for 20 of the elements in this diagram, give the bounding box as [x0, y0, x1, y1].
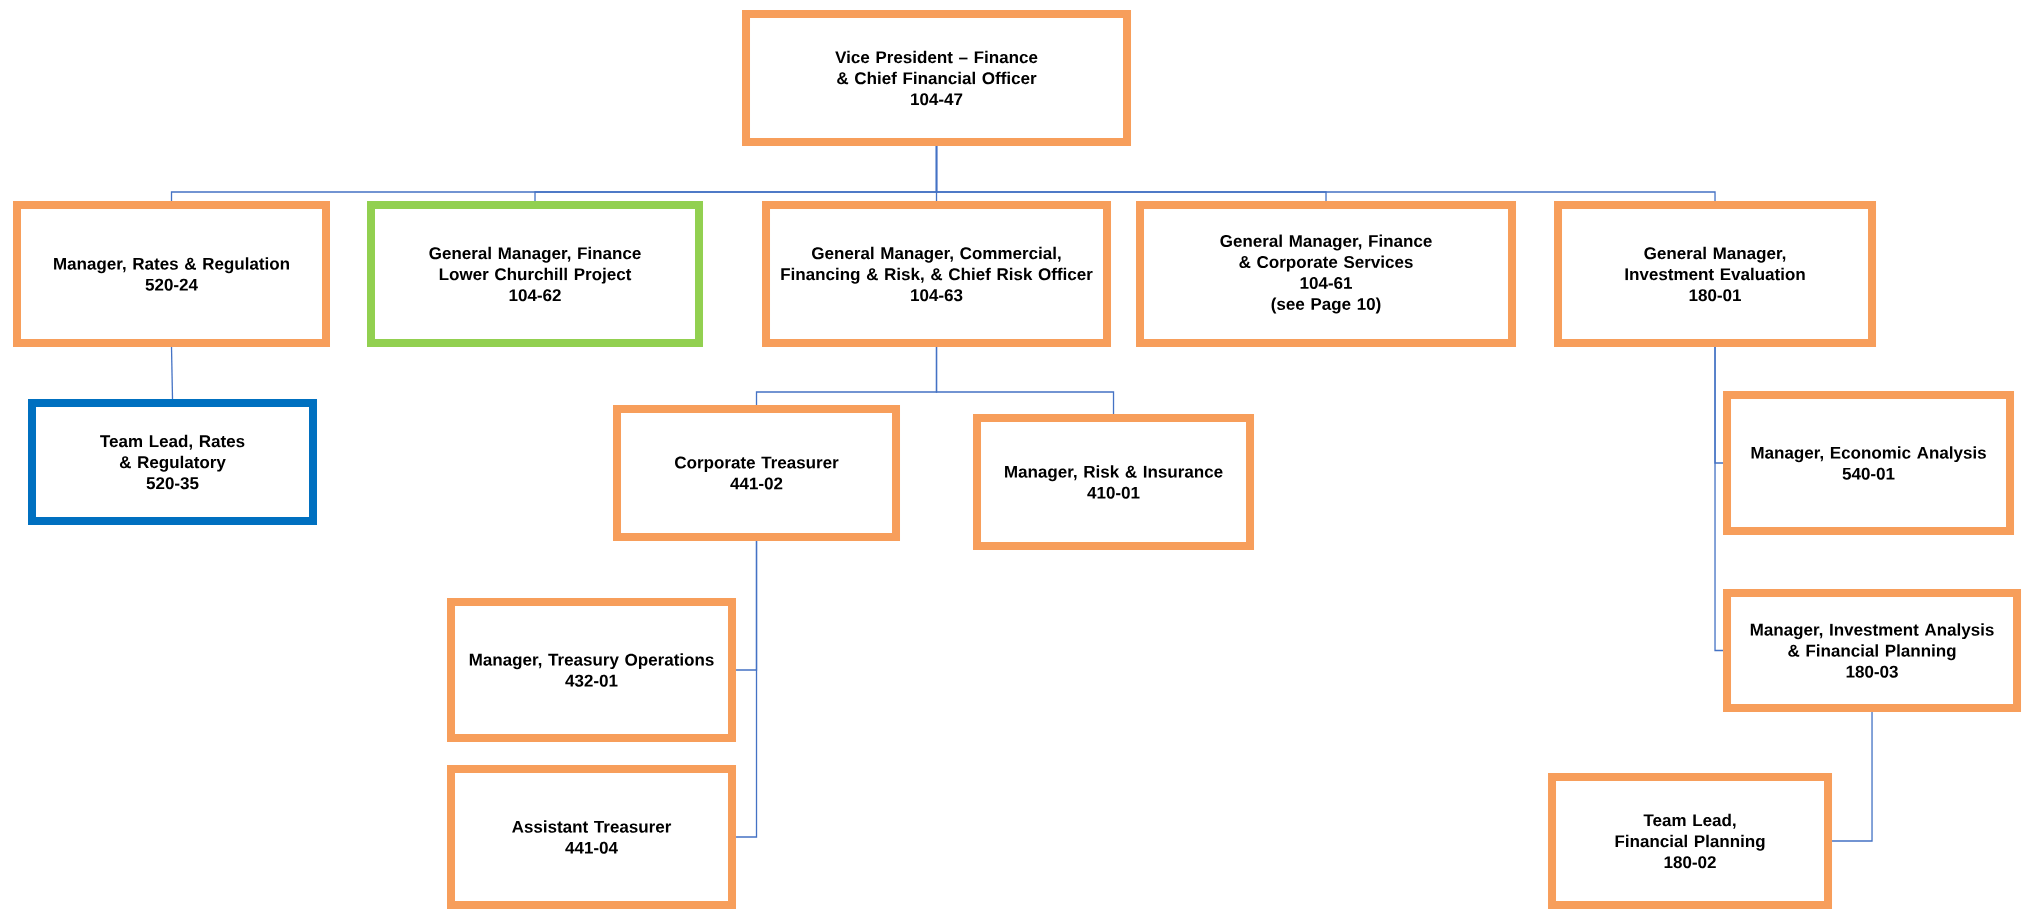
position-box: Manager, Investment Analysis & Financial Planning 180-03 [1723, 589, 2022, 712]
position-box: General Manager, Commercial, Financing & Risk, & Chief Risk Officer 104-63 [762, 201, 1111, 347]
position-box: General Manager, Finance & Corporate Services 104-61 (see Page 10) [1136, 201, 1516, 347]
position-box: Manager, Economic Analysis 540-01 [1723, 391, 2014, 535]
connector-line [935, 145, 1716, 202]
position-box: Vice President – Finance & Chief Financial Officer 104-47 [742, 10, 1131, 146]
position-box: Team Lead, Rates & Regulatory 520-35 [28, 399, 317, 525]
position-box: Corporate Treasurer 441-02 [613, 405, 900, 541]
connector-line [170, 346, 174, 400]
position-box: Team Lead, Financial Planning 180-02 [1548, 773, 1832, 909]
position-box: General Manager, Investment Evaluation 180-01 [1554, 201, 1876, 347]
position-box: Manager, Treasury Operations 432-01 [447, 598, 736, 742]
position-box: Manager, Risk & Insurance 410-01 [973, 414, 1254, 550]
connector-line [1714, 346, 1724, 652]
position-box: Assistant Treasurer 441-04 [447, 765, 736, 909]
position-box: General Manager, Finance Lower Churchill Project 104-62 [367, 201, 703, 347]
connector-line [1831, 711, 1873, 842]
position-box: Manager, Rates & Regulation 520-24 [13, 201, 330, 347]
connector-line [735, 540, 758, 838]
connector-line [935, 346, 1115, 415]
